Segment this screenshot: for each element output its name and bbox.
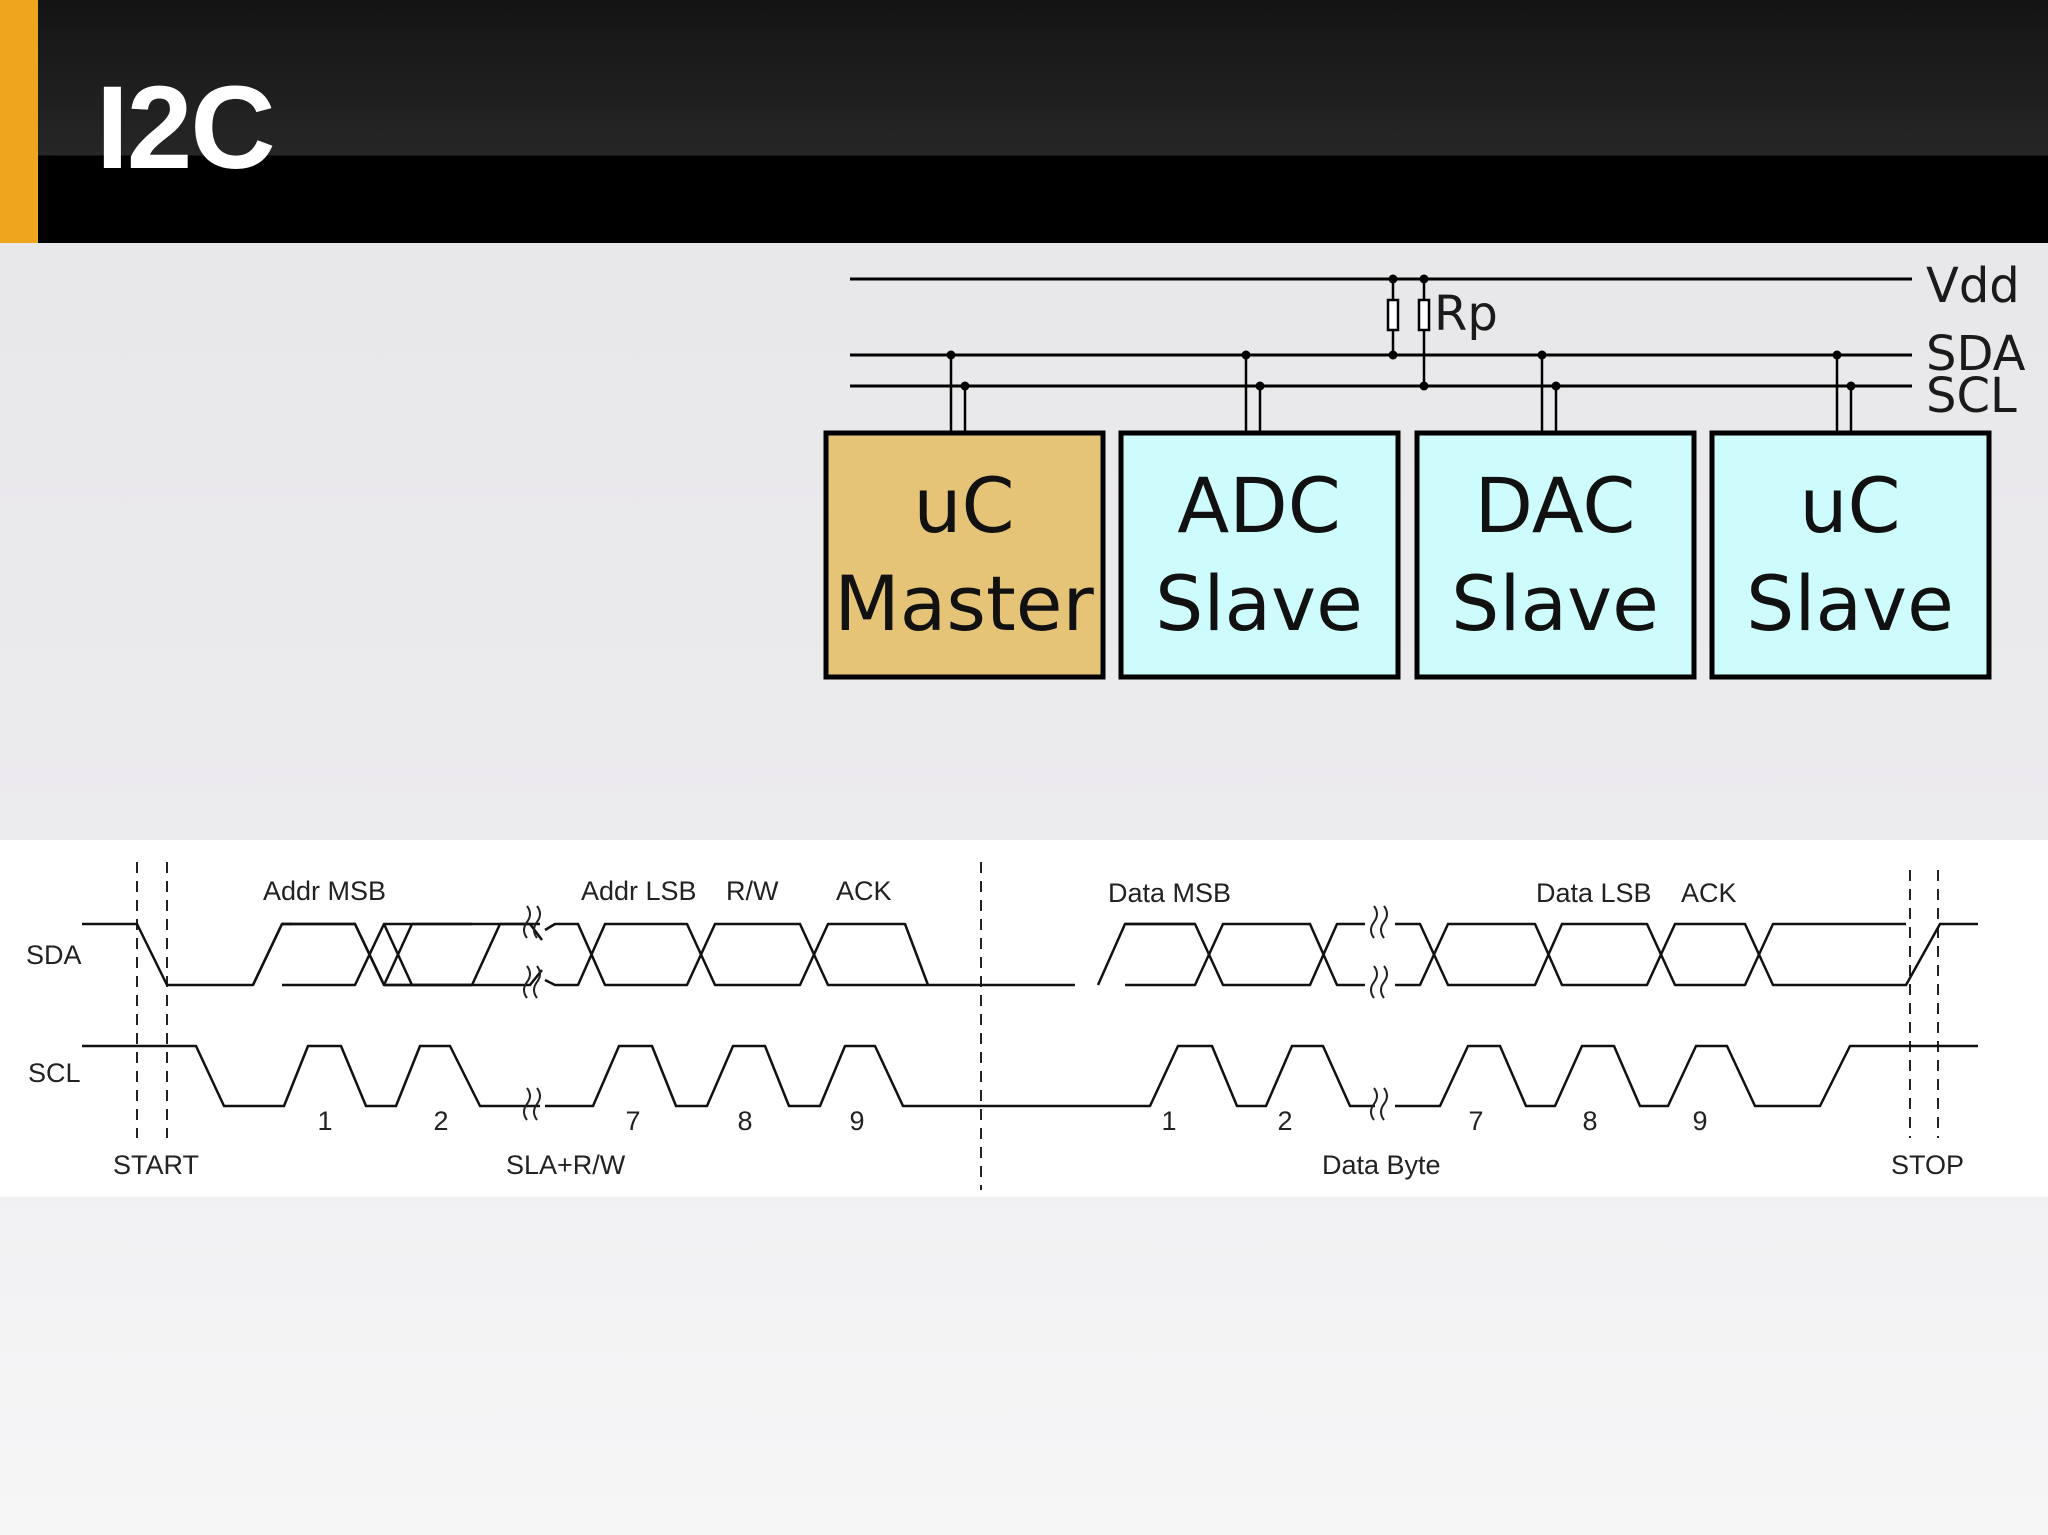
phase-markers <box>136 862 1939 1190</box>
device-box <box>823 430 1106 680</box>
ack-label-2: ACK <box>1681 878 1737 908</box>
clock-number: 9 <box>849 1106 864 1136</box>
pullup-resistors: Rp <box>1386 274 1498 391</box>
sla-rw-label: SLA+R/W <box>506 1150 626 1180</box>
device-adc-slave: ADC Slave <box>1118 350 1401 680</box>
addr-lsb-label: Addr LSB <box>581 876 697 906</box>
device-uc-master: uC Master <box>823 350 1106 680</box>
sda-signal-label: SDA <box>26 940 82 970</box>
data-byte-label: Data Byte <box>1322 1150 1441 1180</box>
device-type: uC <box>913 461 1014 550</box>
timing-panel <box>0 840 2048 1197</box>
clock-number: 8 <box>737 1106 752 1136</box>
vdd-label: Vdd <box>1926 258 2020 314</box>
device-type: uC <box>1799 461 1900 550</box>
device-type: DAC <box>1475 461 1636 550</box>
sda-label: SDA <box>1926 326 2026 382</box>
clock-number: 2 <box>433 1106 448 1136</box>
device-box <box>1118 430 1401 680</box>
page-title: I2C <box>96 62 276 194</box>
resistor-label: Rp <box>1434 286 1498 342</box>
device-role: Slave <box>1746 559 1954 648</box>
addr-msb-label: Addr MSB <box>263 876 386 906</box>
device-role: Master <box>834 559 1094 648</box>
clock-number: 1 <box>317 1106 332 1136</box>
device-role: Slave <box>1451 559 1659 648</box>
clock-number: 8 <box>1582 1106 1597 1136</box>
stop-label: STOP <box>1891 1150 1964 1180</box>
device-box <box>1414 430 1697 680</box>
accent-bar <box>0 0 38 243</box>
scl-waveform <box>82 1044 1978 1108</box>
clock-number: 9 <box>1692 1106 1707 1136</box>
device-type: ADC <box>1177 461 1341 550</box>
scl-label: SCL <box>1926 368 2017 424</box>
break-marks <box>523 905 1388 1121</box>
data-msb-label: Data MSB <box>1108 878 1231 908</box>
clock-number: 7 <box>1468 1106 1483 1136</box>
ack-label-1: ACK <box>836 876 892 906</box>
device-role: Slave <box>1155 559 1363 648</box>
clock-numbers: 1 2 7 8 9 1 2 7 8 9 <box>317 1106 1707 1136</box>
rw-label: R/W <box>726 876 779 906</box>
clock-number: 1 <box>1161 1106 1176 1136</box>
device-uc-slave: uC Slave <box>1709 350 1992 680</box>
clock-number: 7 <box>625 1106 640 1136</box>
start-label: START <box>113 1150 199 1180</box>
scl-signal-label: SCL <box>28 1058 81 1088</box>
sda-waveform <box>82 922 1978 987</box>
data-lsb-label: Data LSB <box>1536 878 1652 908</box>
device-dac-slave: DAC Slave <box>1414 350 1697 680</box>
clock-number: 2 <box>1277 1106 1292 1136</box>
device-box <box>1709 430 1992 680</box>
title-bar <box>0 0 2048 243</box>
